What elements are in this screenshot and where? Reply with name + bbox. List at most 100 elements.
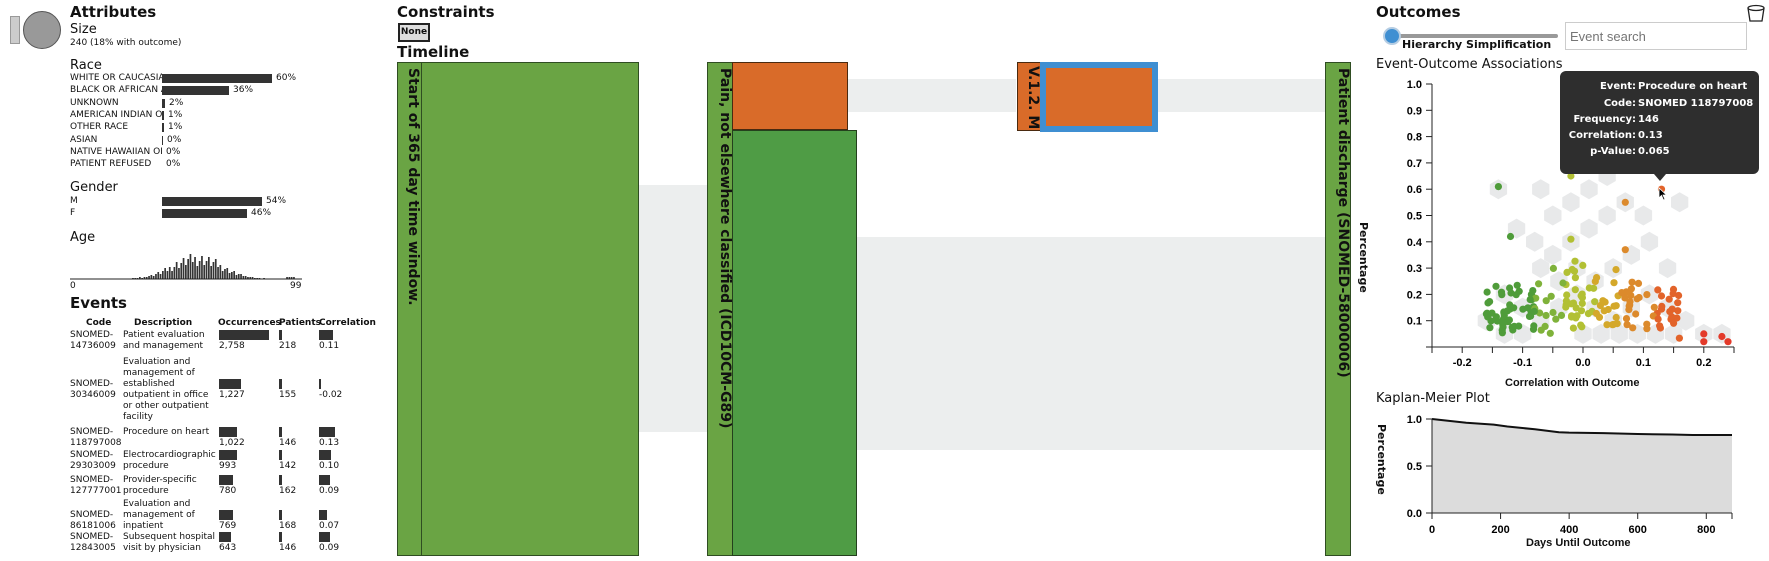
tooltip-event-key: Event: (1599, 81, 1636, 92)
timeline-node-start[interactable] (397, 62, 639, 556)
event-correlation: 0.09 (319, 475, 339, 497)
attributes-toggle[interactable] (10, 16, 20, 44)
race-pct: 36% (233, 85, 254, 96)
race-pct: 1% (168, 122, 183, 133)
event-code: SNOMED-127777001 (70, 475, 122, 496)
event-patients: 146 (279, 427, 296, 449)
event-patients: 155 (279, 379, 296, 401)
tooltip-frequency: 146 (1638, 114, 1659, 125)
gender-label: M (70, 196, 78, 206)
event-search-input[interactable] (1565, 22, 1747, 50)
race-pct: 1% (168, 109, 183, 120)
scatter-ylabel: Percentage (1357, 222, 1370, 293)
event-description: Procedure on heart (123, 427, 210, 437)
event-description: Subsequent hospital visit by physician (123, 532, 216, 553)
race-title: Race (70, 58, 102, 73)
svg-text:0.5: 0.5 (1407, 211, 1422, 223)
event-patients: 142 (279, 450, 296, 472)
race-row[interactable]: UNKNOWN 2% (70, 97, 183, 109)
flow-band (1155, 79, 1325, 112)
tooltip-arrow (1654, 174, 1666, 181)
race-pct: 0% (166, 159, 181, 170)
attributes-title: Attributes (70, 3, 157, 21)
pain-outcome-block[interactable] (732, 62, 848, 130)
timeline-node-pain[interactable] (707, 62, 733, 556)
race-pct: 60% (276, 73, 297, 83)
tooltip-code: SNOMED 118797008 (1638, 98, 1754, 109)
gender-pct: 46% (251, 208, 272, 218)
hierarchy-slider-thumb[interactable] (1383, 27, 1401, 45)
tooltip-pvalue: 0.065 (1638, 146, 1670, 157)
col-correlation[interactable]: Correlation (319, 318, 376, 328)
svg-text:0.4: 0.4 (1407, 237, 1423, 249)
pain-no-outcome-block[interactable] (732, 130, 857, 556)
timeline-node-discharge[interactable] (1325, 62, 1351, 556)
event-code: SNOMED-30346009 (70, 379, 116, 400)
timeline-node-v12[interactable] (1017, 62, 1041, 131)
svg-text:0.3: 0.3 (1407, 263, 1422, 275)
col-patients[interactable]: Patients (279, 318, 321, 328)
size-label: Size (70, 22, 97, 37)
assoc-title: Event-Outcome Associations (1376, 57, 1563, 72)
km-ylabel: Percentage (1375, 424, 1388, 495)
flow-band (855, 237, 1325, 450)
col-occurrences[interactable]: Occurrences (218, 318, 281, 328)
svg-text:0.2: 0.2 (1407, 289, 1422, 301)
cohort-circle[interactable] (23, 11, 61, 49)
hierarchy-slider-track[interactable] (1392, 34, 1558, 38)
event-description: Provider-specific procedure (123, 475, 197, 496)
tooltip-correlation: 0.13 (1638, 130, 1663, 141)
scatter-xlabel: Correlation with Outcome (1505, 377, 1640, 389)
event-occurrences: 1,022 (219, 427, 245, 449)
hierarchy-slider-label: Hierarchy Simplification (1402, 38, 1552, 51)
event-occurrences: 2,758 (219, 330, 269, 352)
tooltip-p-key: p-Value: (1590, 146, 1636, 157)
outcomes-title: Outcomes (1376, 3, 1461, 21)
col-code[interactable]: Code (86, 318, 112, 328)
event-code: SNOMED-29303009 (70, 450, 116, 471)
race-pct: 2% (169, 97, 184, 108)
race-label: ASIAN (70, 134, 98, 145)
svg-text:400: 400 (1560, 524, 1578, 536)
race-bar (162, 123, 164, 133)
timeline-node-pain-label: Pain, not elsewhere classified (ICD10CM-… (717, 68, 733, 429)
race-label: NATIVE HAWAIIAN OI (70, 146, 162, 157)
race-bar (162, 135, 163, 145)
race-label: UNKNOWN (70, 97, 119, 108)
tooltip-code-key: Code: (1603, 98, 1636, 109)
event-occurrences: 993 (219, 450, 237, 472)
event-tooltip: Event:Procedure on heart Code:SNOMED 118… (1560, 71, 1759, 174)
event-occurrences: 769 (219, 510, 236, 532)
gender-bar (162, 209, 247, 218)
svg-text:0.5: 0.5 (1407, 461, 1422, 473)
timeline-node-v12-label: V.1.2. M (1025, 66, 1041, 130)
trash-icon[interactable] (1746, 3, 1766, 23)
event-code: SNOMED-14736009 (70, 330, 116, 351)
v12-selected-block[interactable] (1040, 62, 1158, 132)
age-histogram (70, 254, 302, 280)
event-description: Evaluation and management of inpatient (123, 499, 195, 531)
timeline-node-discharge-label: Patient discharge (SNOMED-58000006) (1335, 68, 1351, 378)
svg-text:0.0: 0.0 (1407, 508, 1422, 520)
age-title: Age (70, 230, 96, 245)
event-patients: 218 (279, 330, 296, 352)
svg-text:0.8: 0.8 (1407, 132, 1422, 144)
svg-text:600: 600 (1629, 524, 1647, 536)
age-min: 0 (70, 281, 76, 291)
col-description[interactable]: Description (134, 318, 193, 328)
event-code: SNOMED-118797008 (70, 427, 122, 448)
constraint-none-button[interactable]: None (398, 23, 430, 42)
constraints-title: Constraints (397, 3, 495, 21)
svg-text:1.0: 1.0 (1407, 79, 1422, 91)
svg-text:200: 200 (1491, 524, 1509, 536)
svg-text:0.6: 0.6 (1407, 184, 1422, 196)
